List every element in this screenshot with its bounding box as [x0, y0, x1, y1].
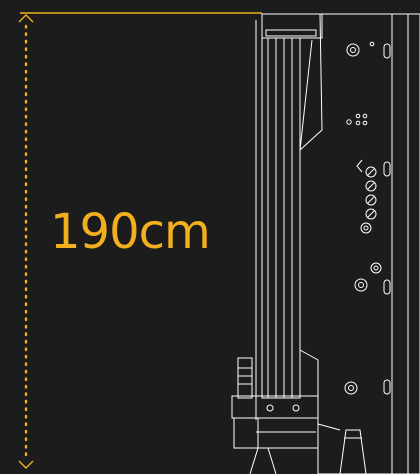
height-label: 190cm [50, 204, 211, 260]
gauge-needle [367, 210, 375, 218]
knob-middle-center [358, 282, 364, 288]
knob-bottom-center [348, 385, 354, 391]
side-handle-4 [383, 379, 391, 395]
button-cluster-icon [346, 119, 352, 125]
gauge-needle [367, 182, 375, 190]
valve-icon [360, 222, 372, 234]
panel-edge [299, 39, 313, 151]
carriage-block [231, 395, 319, 419]
base-block-right [257, 417, 319, 449]
base-block-left [233, 417, 259, 449]
gauge-icon [365, 208, 377, 220]
side-handle-1 [383, 43, 391, 59]
frame-column [261, 37, 301, 399]
button-dot [355, 120, 361, 126]
gauge-needle [367, 196, 375, 204]
valve-center [363, 225, 369, 231]
foot-left [249, 447, 277, 474]
machine-outline [231, 13, 420, 474]
connector-icon [356, 159, 363, 173]
gauge-icon [365, 166, 377, 178]
knob-top-center [350, 47, 356, 53]
gauge-needle [367, 168, 375, 176]
knob-middle [354, 278, 368, 292]
bottom-arrow-icon [18, 460, 34, 469]
bolt-icon [266, 404, 274, 412]
button-dot [362, 120, 368, 126]
top-cap-bar [265, 29, 317, 37]
side-handle-3 [383, 279, 391, 295]
indicator-dot [369, 41, 375, 47]
gauge-icon [365, 194, 377, 206]
foot-brace [317, 423, 341, 431]
button-dot [355, 113, 361, 119]
knob-small [370, 262, 382, 274]
top-cap [261, 13, 323, 39]
knob-small-center [373, 265, 379, 271]
gauge-icon [365, 180, 377, 192]
main-body-panel [299, 13, 420, 474]
height-dimension-line [18, 12, 262, 469]
foot-right [339, 429, 367, 474]
button-dot [362, 113, 368, 119]
side-handle-2 [383, 161, 391, 177]
knob-top [346, 43, 360, 57]
gauge-stack [356, 159, 377, 234]
top-arrow-icon [18, 14, 34, 23]
knob-bottom [344, 381, 358, 395]
motor-housing [237, 357, 253, 399]
bolt-icon [292, 404, 300, 412]
